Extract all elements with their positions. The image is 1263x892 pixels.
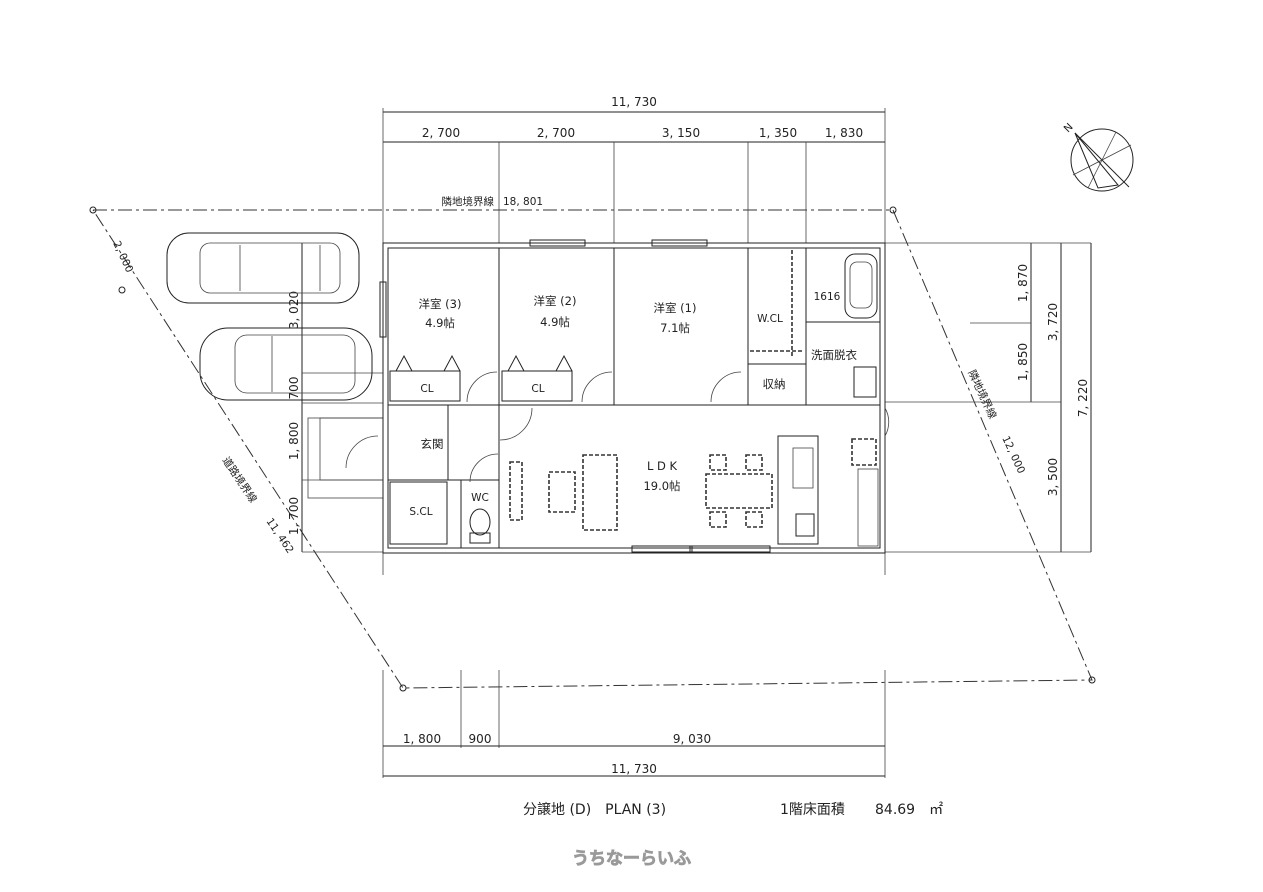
floor-area-label: 1階床面積 [780,802,845,818]
washroom-label: 洗面脱衣 [811,348,857,362]
left-dimensions: 3, 020 700 1, 800 1, 700 [287,243,383,553]
bottom-dim-2: 900 [469,732,492,746]
left-dim-2: 700 [287,377,301,400]
right-dim-4: 3, 500 [1046,458,1060,496]
room3-closet-label: CL [420,383,433,395]
top-dim-2: 2, 700 [537,126,575,140]
room2-closet-label: CL [531,383,544,395]
top-dim-4: 1, 350 [759,126,797,140]
porch-step [319,417,384,481]
bottom-dim-1: 1, 800 [403,732,441,746]
room3-name: 洋室 (3) [419,297,462,311]
wc-label: WC [471,492,489,504]
room3-size: 4.9帖 [425,316,455,330]
left-short-length: 2, 000 [110,239,135,274]
right-dim-2: 1, 850 [1016,343,1030,381]
right-dim-3: 3, 720 [1046,303,1060,341]
compass-icon: N [1062,121,1134,192]
site-boundary [89,206,1096,692]
bathroom-label: 1616 [814,291,841,303]
right-dimensions: 1, 870 1, 850 3, 720 3, 500 7, 220 [885,242,1092,553]
room2-name: 洋室 (2) [534,294,577,308]
right-dim-1: 1, 870 [1016,264,1030,302]
top-total-dim: 11, 730 [611,95,657,109]
bottom-total-dim: 11, 730 [611,762,657,776]
road-boundary-label: 道路境界線 [220,454,260,505]
left-dim-1: 3, 020 [287,291,301,329]
parked-car-top [166,232,360,304]
walk-in-closet-label: W.CL [757,313,783,325]
room1-name: 洋室 (1) [654,301,697,315]
bottom-dim-3: 9, 030 [673,732,711,746]
top-dim-1: 2, 700 [422,126,460,140]
ldk-name: L D K [647,459,678,473]
right-boundary-length: 12, 000 [999,434,1027,475]
left-dim-4: 1, 700 [287,497,301,535]
plan-title: 分譲地 (D) PLAN (3) [523,802,666,818]
right-boundary-label: 隣地境界線 [965,368,999,422]
top-boundary-length: 18, 801 [503,196,543,208]
porch [307,417,384,499]
bottom-dimensions: 1, 800 900 9, 030 11, 730 [382,670,886,778]
room-labels: 洋室 (3) 4.9帖 洋室 (2) 4.9帖 洋室 (1) 7.1帖 CL C… [409,291,857,518]
room2-size: 4.9帖 [540,315,570,329]
left-dim-3: 1, 800 [287,422,301,460]
top-dim-3: 3, 150 [662,126,700,140]
shoe-closet-label: S.CL [409,506,432,518]
storage-label: 収納 [763,377,786,391]
top-boundary-label: 隣地境界線 [442,195,495,208]
top-dim-5: 1, 830 [825,126,863,140]
compass-north-label: N [1062,121,1076,135]
entrance-label: 玄関 [421,437,444,451]
parked-car-bottom [199,327,373,401]
right-total-dim: 7, 220 [1076,379,1090,417]
ldk-size: 19.0帖 [643,479,680,493]
watermark-logo: うちなーらいふ [572,849,691,869]
floor-area-value: 84.69 ㎡ [875,802,943,818]
building-walls [345,239,890,554]
room1-size: 7.1帖 [660,321,690,335]
